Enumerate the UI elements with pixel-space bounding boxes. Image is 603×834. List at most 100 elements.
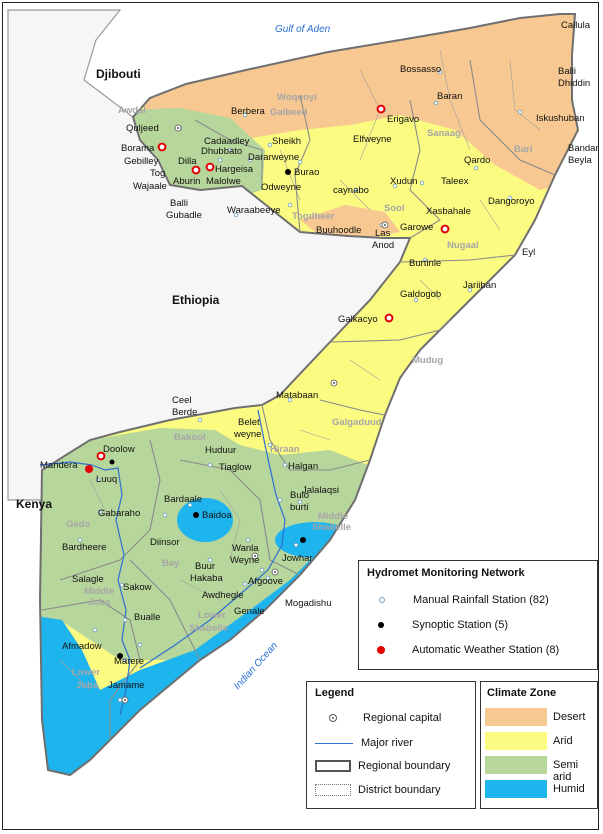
climate-label-desert: Desert (553, 711, 586, 723)
gulf-of-aden-label: Gulf of Aden (275, 24, 331, 35)
place-galkacyo: Galkacyo (338, 314, 378, 325)
region-hiraan: Hiraan (270, 444, 300, 455)
place-diinsor: Diinsor (150, 537, 180, 548)
legend-item-label: Major river (361, 737, 413, 749)
region-gedo: Gedo (66, 519, 90, 530)
place-afgoove: Afgoove (248, 576, 283, 587)
place-galdogob: Galdogob (400, 289, 441, 300)
place-xasbahale: Xasbahale (426, 206, 471, 217)
place-cadaadley: Cadaadley (204, 136, 250, 147)
place-bandar-beyla-2: Beyla (568, 155, 592, 166)
place-huduur: Huduur (205, 445, 236, 456)
place-awdhegle: Awdhegle (202, 590, 244, 601)
place-quljeed: Quljeed (126, 123, 159, 134)
major-rivers (39, 409, 286, 716)
climate-label-arid: Arid (553, 735, 573, 747)
place-jariiban: Jariiban (463, 280, 496, 291)
map-legend: Legend Regional capital Major river Regi… (306, 681, 476, 809)
shabelle-river (139, 409, 286, 669)
climate-legend: Climate Zone Desert Arid Semi arid Humid (480, 681, 598, 809)
place-salagle: Salagle (72, 574, 104, 585)
somalia-outline (38, 13, 580, 777)
place-berbera: Berbera (231, 106, 266, 117)
arid-swatch (485, 732, 547, 750)
place-luuq: Luuq (96, 474, 117, 485)
daua-river (39, 461, 93, 466)
place-mandera: Mandera (40, 460, 78, 471)
legend-item-label: Regional capital (363, 712, 442, 724)
place-gebilley: Gebilley (124, 156, 159, 167)
place-bulo-burti-2: burti (290, 502, 308, 513)
region-nugaal: Nugaal (447, 240, 479, 251)
target-dot-icon (329, 714, 337, 722)
place-wajaale: Wajaale (133, 181, 167, 192)
legend-item-label: District boundary (358, 784, 441, 796)
place-labels: Callula Bossasso Baran Balli Dhiddin Isk… (40, 20, 599, 691)
place-bualle: Bualle (134, 612, 160, 623)
place-callula: Callula (561, 20, 591, 31)
place-halgan: Halgan (288, 461, 318, 472)
legend-item-river: Major river (315, 737, 413, 749)
place-jowhar: Jowhar (282, 553, 313, 564)
network-item-synoptic: Synoptic Station (5) (378, 619, 508, 631)
place-dararweyne: Dararweyne (248, 152, 299, 163)
place-gabaraho: Gabaraho (98, 508, 140, 519)
region-togdheer: Togdheer (292, 211, 335, 222)
place-balli-dhiddin-1: Balli (558, 66, 576, 77)
place-eyl: Eyl (522, 247, 535, 258)
place-buuhoodle: Buuhoodle (316, 225, 361, 236)
network-legend: Hydromet Monitoring Network Manual Rainf… (358, 560, 598, 670)
place-qardo: Qardo (464, 155, 490, 166)
zone-humid-coast (40, 482, 400, 775)
place-bulo-burti-1: Bulo (290, 490, 309, 501)
black-dot-icon (378, 622, 384, 628)
semi-arid-swatch (485, 756, 547, 774)
place-taleex: Taleex (441, 176, 469, 187)
region-lower-shabelle-1: Lower (198, 610, 226, 621)
place-bossasso: Bossasso (400, 64, 441, 75)
climate-label-semi-arid: Semi arid (553, 759, 579, 783)
place-ceel-berde-1: Ceel (172, 395, 192, 406)
place-baran: Baran (437, 91, 462, 102)
place-balli-gubadle-2: Gubadle (166, 210, 202, 221)
place-dhubbato: Dhubbato (201, 146, 242, 157)
legend-item-regional: Regional boundary (315, 760, 450, 772)
place-mogadishu: Mogadishu (285, 598, 331, 609)
map-legend-title: Legend (315, 687, 355, 699)
region-middle-juba-2: Juba (88, 597, 111, 608)
place-malolwe: Malolwe (206, 176, 241, 187)
place-jalalaqsi: Jalalaqsi (302, 485, 339, 496)
place-garowe: Garowe (400, 222, 433, 233)
legend-item-label: Regional boundary (358, 760, 451, 772)
region-awdal: Awdal (118, 105, 146, 116)
place-marere: Marere (114, 656, 144, 667)
region-middle-shabelle-1: Middle (318, 511, 348, 522)
place-iskushuban: Iskushuban (536, 113, 585, 124)
juba-river (91, 464, 131, 716)
place-buur-hakaba-1: Buur (195, 561, 215, 572)
zone-desert-south (300, 205, 400, 240)
manual-rainfall-stations (77, 69, 523, 703)
district-boundaries (59, 49, 541, 691)
place-tog: Tog (150, 168, 165, 179)
place-matabaan: Matabaan (276, 390, 318, 401)
zone-semi-arid-south (40, 428, 420, 660)
place-sakow: Sakow (123, 582, 152, 593)
automatic-weather-stations (96, 104, 450, 461)
place-belet-weyne-2: weyne (233, 429, 261, 440)
mandera-aws-icon (85, 465, 93, 473)
place-ceel-berde-2: Berde (172, 407, 197, 418)
place-erigavo: Erigavo (387, 114, 419, 125)
zone-desert (130, 14, 578, 190)
country-kenya: Kenya (16, 497, 52, 511)
network-item-label: Automatic Weather Station (8) (412, 644, 560, 656)
place-baidoa: Baidoa (202, 510, 232, 521)
place-bandar-beyla-1: Bandar (568, 143, 599, 154)
place-burao: Burao (294, 167, 319, 178)
region-sanaag: Sanaag (427, 128, 461, 139)
humid-swatch (485, 780, 547, 798)
legend-item-capital: Regional capital (329, 712, 441, 724)
region-lower-juba-1: Lower (72, 667, 100, 678)
place-las-anod-2: Anod (372, 240, 394, 251)
